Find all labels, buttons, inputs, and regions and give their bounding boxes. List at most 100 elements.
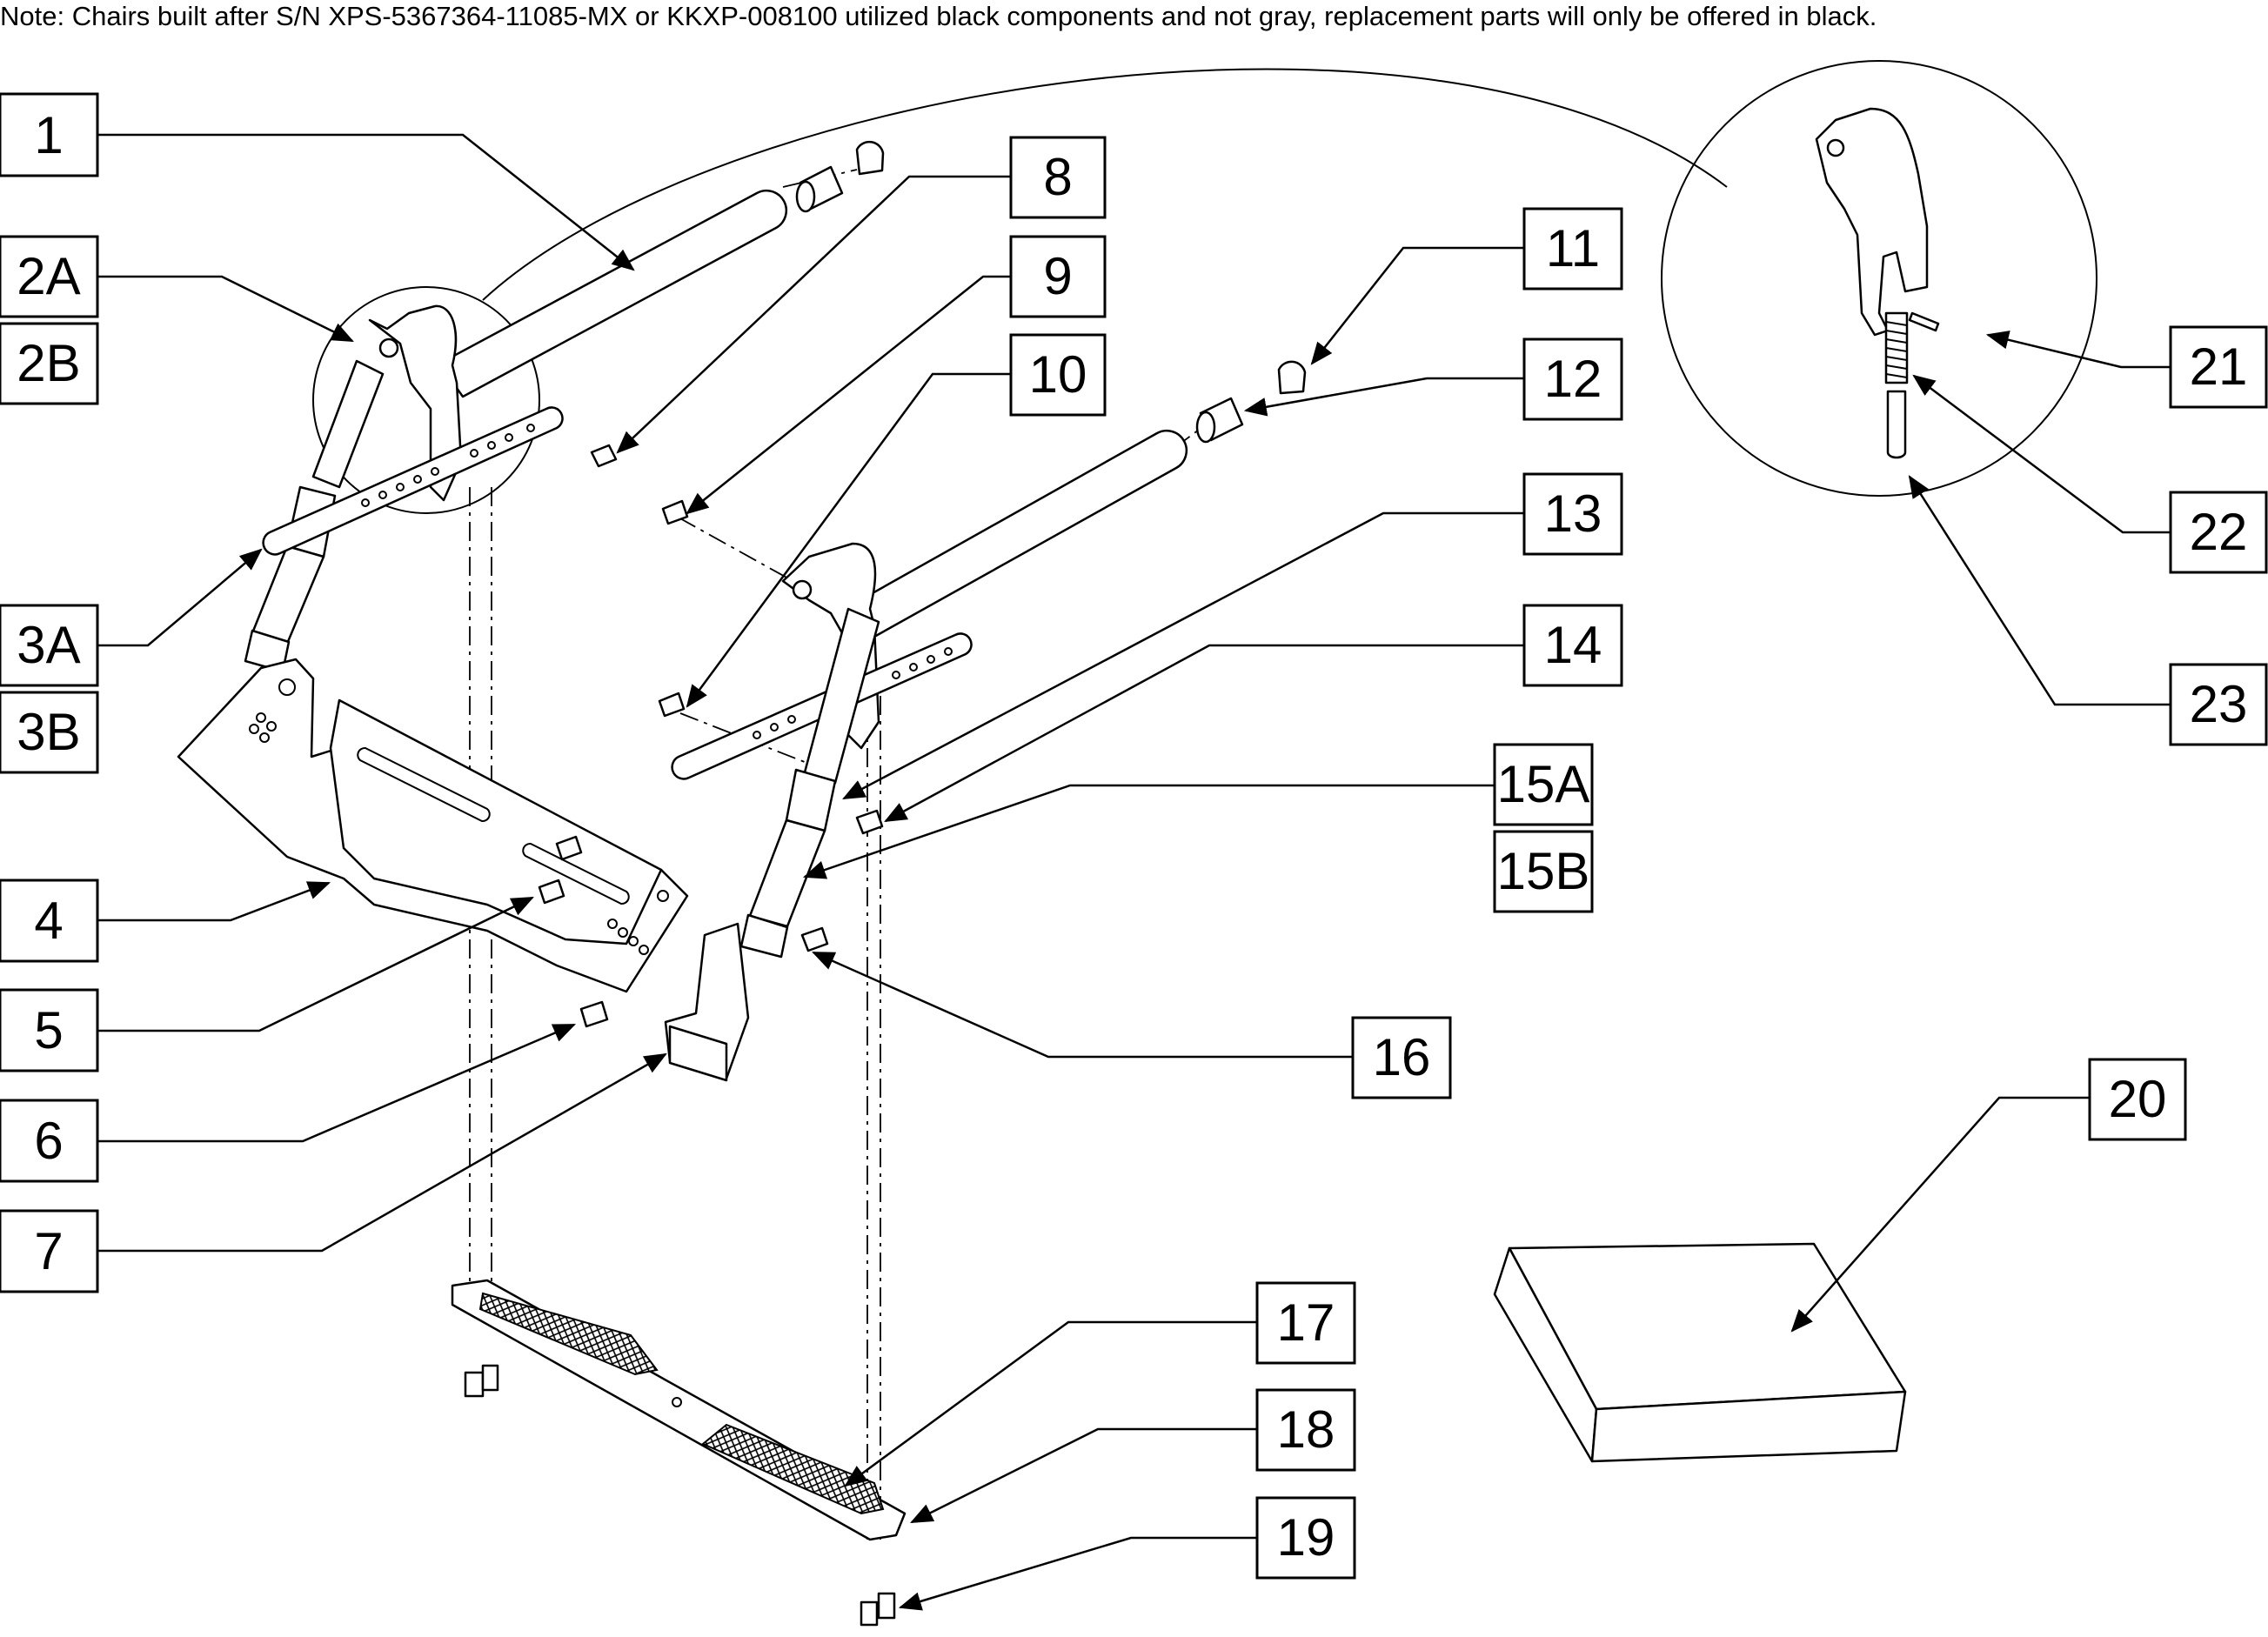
leader-5 — [97, 896, 534, 1032]
service-note: Note: Chairs built after S/N XPS-5367364… — [0, 1, 1877, 31]
screw-5a — [555, 835, 583, 861]
leader-16 — [812, 951, 1353, 1059]
leader-21 — [1985, 331, 2171, 369]
hanger-pin-hole-right — [792, 579, 813, 600]
callout-21: 21 — [2169, 325, 2268, 409]
screw-16 — [800, 926, 829, 952]
callout-box — [1009, 235, 1107, 318]
callout-box — [1522, 472, 1623, 556]
right-hanger-assembly — [658, 360, 1307, 1082]
strut-left — [251, 545, 325, 645]
callout-2a: 2A — [0, 235, 99, 318]
leader-8 — [616, 175, 1011, 454]
callout-11: 11 — [1522, 207, 1623, 291]
screw-9 — [661, 499, 689, 525]
detail-pin-21 — [1908, 311, 1940, 332]
callout-box — [1009, 333, 1107, 417]
bushing-left-end — [795, 180, 816, 213]
detail-circle-large — [1661, 60, 2097, 497]
callout-label: 16 — [1373, 1028, 1431, 1086]
screw-5b — [538, 879, 565, 905]
callout-18: 18 — [1255, 1388, 1356, 1472]
callout-box — [1009, 136, 1107, 219]
leader-7 — [97, 1052, 667, 1253]
callout-box — [1522, 604, 1623, 687]
leader-11 — [1310, 246, 1524, 365]
detail-pin-23 — [1886, 390, 1907, 459]
callout-box — [1351, 1016, 1452, 1099]
callout-box — [2169, 491, 2268, 574]
callout-box — [0, 988, 99, 1072]
callout-box — [0, 235, 99, 318]
callout-label: 12 — [1544, 350, 1602, 408]
footplate-holes — [249, 678, 669, 955]
callout-5: 5 — [0, 988, 99, 1072]
callout-label: 2B — [17, 334, 80, 392]
screws-19-right-b — [877, 1592, 896, 1620]
callout-label: 15A — [1497, 755, 1590, 813]
callout-label: 2A — [17, 247, 80, 305]
detail-parts — [1815, 107, 1940, 459]
callout-label: 14 — [1544, 616, 1602, 674]
callout-20: 20 — [2088, 1058, 2187, 1141]
callout-label: 20 — [2109, 1070, 2167, 1128]
cap-right — [1277, 360, 1307, 395]
leader-22 — [1912, 374, 2171, 534]
callout-box — [1493, 743, 1594, 826]
callout-label: 18 — [1277, 1400, 1335, 1459]
callout-8: 8 — [1009, 136, 1107, 219]
callout-box — [1255, 1281, 1356, 1365]
callout-label: 21 — [2190, 337, 2248, 396]
calf-pad — [1493, 1242, 1907, 1463]
callout-label: 5 — [34, 1001, 63, 1059]
screws-19-right — [860, 1600, 879, 1627]
callout-7: 7 — [0, 1209, 99, 1293]
leader-2a — [97, 275, 354, 343]
leader-20 — [1790, 1096, 2090, 1333]
footboard — [451, 1279, 907, 1627]
leader-15a — [802, 784, 1495, 879]
leader-9 — [686, 275, 1011, 515]
callout-1: 1 — [0, 92, 99, 177]
screw-10 — [658, 692, 686, 718]
leader-10 — [686, 372, 1011, 708]
detail-circle-small — [312, 286, 540, 514]
callout-box — [0, 691, 99, 774]
callout-box — [2169, 663, 2268, 746]
detail-magnifier — [312, 60, 2097, 514]
tube-left — [438, 189, 788, 398]
calf-pad-front — [1590, 1390, 1907, 1463]
tube-right — [855, 429, 1188, 638]
leader-12 — [1243, 377, 1524, 417]
hinge-tube-left — [311, 359, 385, 489]
detail-pin-hole — [1826, 138, 1845, 157]
callout-label: 10 — [1029, 345, 1087, 404]
callout-6: 6 — [0, 1099, 99, 1183]
footboard-hole — [672, 1397, 682, 1407]
leader-19 — [898, 1536, 1257, 1611]
detail-connector-arc — [482, 68, 1728, 301]
callout-label: 3A — [17, 616, 80, 674]
callout-box — [0, 322, 99, 405]
detail-hanger-bracket — [1815, 107, 1929, 337]
callout-box — [1255, 1496, 1356, 1580]
leader-18 — [910, 1427, 1257, 1524]
callout-17: 17 — [1255, 1281, 1356, 1365]
footboard-grip-right — [701, 1423, 885, 1515]
leader-6 — [97, 1023, 576, 1143]
cap-left — [855, 140, 885, 176]
callout-2b: 2B — [0, 322, 99, 405]
footplate-slot-2 — [522, 842, 630, 905]
detail-spring-coils — [1885, 321, 1908, 378]
callout-box — [1522, 337, 1623, 421]
collar-right — [739, 913, 789, 959]
callout-label: 8 — [1043, 148, 1072, 206]
callout-box — [1255, 1388, 1356, 1472]
left-hanger-assembly — [177, 140, 885, 1028]
callout-22: 22 — [2169, 491, 2268, 574]
callout-box — [0, 879, 99, 963]
leader-3a — [97, 548, 263, 647]
callout-16: 16 — [1351, 1016, 1452, 1099]
callout-19: 19 — [1255, 1496, 1356, 1580]
screw-8 — [590, 444, 618, 468]
